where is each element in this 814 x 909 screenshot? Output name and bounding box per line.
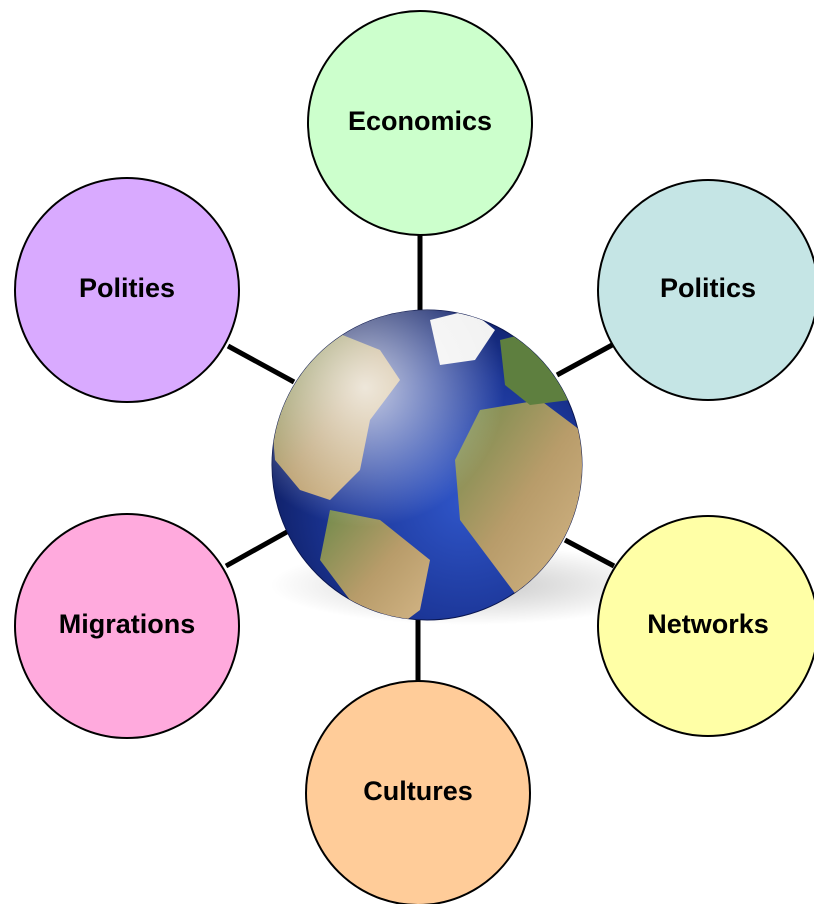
node-migrations-circle: [14, 513, 240, 739]
connector-migrations: [224, 525, 296, 569]
node-cultures-label: Cultures: [363, 776, 473, 806]
node-migrations-label: Migrations: [59, 609, 196, 639]
node-polities: Polities: [14, 177, 240, 403]
node-networks-circle: [597, 515, 814, 737]
node-polities-label: Polities: [79, 273, 175, 303]
connector-politics: [555, 341, 616, 378]
connector-polities: [226, 343, 296, 385]
node-politics-circle: [597, 179, 814, 401]
node-migrations: Migrations: [14, 513, 240, 739]
node-politics: Politics: [597, 179, 814, 401]
node-economics-circle: [307, 10, 533, 236]
node-economics-label: Economics: [348, 106, 492, 136]
node-cultures: Cultures: [305, 680, 531, 906]
node-networks-label: Networks: [647, 609, 769, 639]
node-polities-circle: [14, 177, 240, 403]
node-economics: Economics: [307, 10, 533, 236]
node-networks: Networks: [597, 515, 814, 737]
node-politics-label: Politics: [660, 273, 756, 303]
